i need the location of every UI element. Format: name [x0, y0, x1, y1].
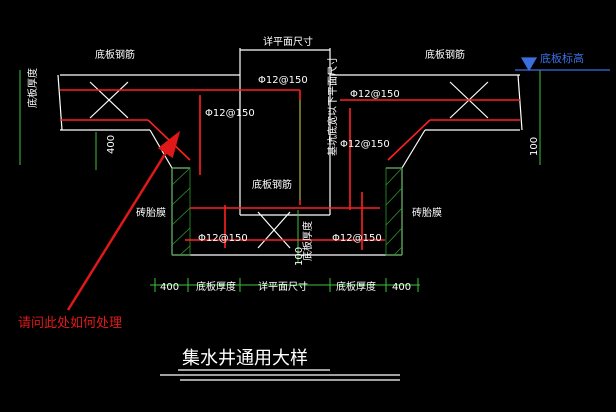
rebar-left-inner-label: Φ12@150	[205, 108, 255, 119]
drawing-title: 集水井通用大样	[182, 348, 308, 369]
rebar-lines	[60, 89, 520, 250]
brick-formwork	[171, 167, 403, 256]
pit-bottom-left-label: Φ12@150	[198, 233, 248, 244]
vertical-note-label: 基坑底宽以下平面尺寸	[326, 56, 339, 156]
bottom-dim-1: 400	[160, 282, 179, 293]
slab-rebar-right-label: 底板钢筋	[425, 48, 465, 61]
question-arrow	[66, 130, 181, 311]
elevation-marker	[515, 57, 610, 72]
bottom-dim-3: 详平面尺寸	[258, 280, 308, 293]
right-wall-label: 砖胎膜	[412, 206, 442, 219]
pit-bottom-right-label: Φ12@150	[332, 233, 382, 244]
left-400-label: 400	[106, 135, 117, 154]
bottom-dim-2: 底板厚度	[196, 280, 236, 293]
slab-elevation-label: 底板标高	[540, 51, 584, 65]
question-label: 请问此处如何处理	[18, 315, 122, 331]
left-thickness-label: 底板厚度	[26, 68, 39, 108]
left-vertical-dim-label: 100	[294, 247, 305, 266]
right-thickness-dim-label: 100	[529, 137, 540, 156]
bottom-dimensions: 400 底板厚度 详平面尺寸 底板厚度 400	[160, 280, 411, 293]
bottom-dim-5: 400	[392, 282, 411, 293]
rebar-right-top-label: Φ12@150	[350, 89, 400, 100]
dimension-lines	[19, 70, 541, 292]
rebar-right-mid-label: Φ12@150	[340, 139, 390, 150]
slab-rebar-left-label: 底板钢筋	[95, 48, 135, 61]
rebar-top-center-label: Φ12@150	[258, 75, 308, 86]
pit-rebar-label: 底板钢筋	[252, 178, 292, 191]
left-wall-label: 砖胎膜	[136, 206, 166, 219]
top-dim-label: 详平面尺寸	[263, 35, 313, 48]
bottom-dim-4: 底板厚度	[336, 280, 376, 293]
pit-thickness-label: 底板厚度	[301, 221, 314, 261]
